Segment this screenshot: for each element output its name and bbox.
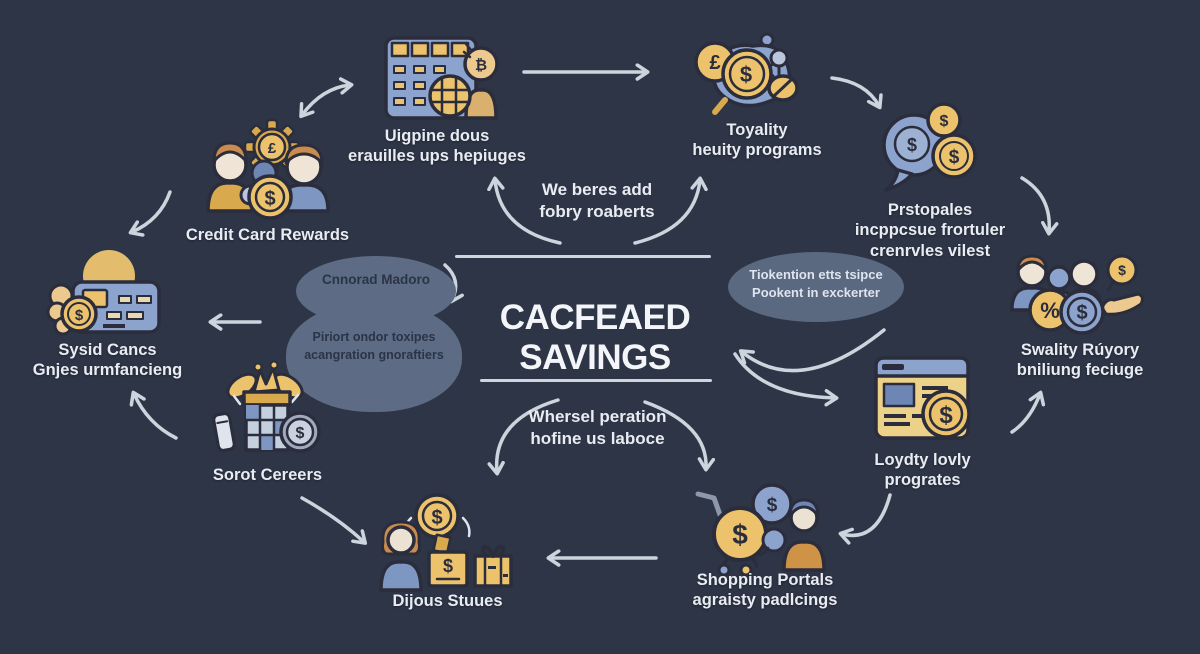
people-gear-icon: £ $ <box>198 115 338 230</box>
divider-bottom <box>480 379 712 382</box>
person-box-gift-icon: $ $ <box>375 492 520 602</box>
cloud-bubble-body <box>286 302 462 412</box>
ellipse-bubble-text: Tiokention etts tsipce Pookent in excker… <box>749 267 883 300</box>
gift-basket-icon: $ <box>200 360 330 475</box>
loyalty-map-icon: £ $ <box>685 28 815 133</box>
webpage-coin-icon: $ <box>868 350 983 455</box>
svg-text:$: $ <box>75 307 84 324</box>
signup-calendar-icon: ₿ <box>378 30 508 135</box>
card-coin-icon: $ <box>45 246 175 351</box>
stores-label: Dijous Stuues <box>392 592 503 610</box>
svg-text:$: $ <box>1076 302 1087 324</box>
cards-label: Sysid Cancs Gnjes urmfancieng <box>32 341 183 380</box>
annotation-top: We beres add fobry roaberts <box>539 180 655 222</box>
shopping-label: Shopping Portals agraisty padlcings <box>692 571 838 610</box>
svg-text:%: % <box>1040 298 1060 323</box>
divider-top <box>455 255 711 258</box>
svg-text:$: $ <box>907 135 917 155</box>
arrow-portal-to-quality <box>1010 390 1046 434</box>
chat-coins-icon: $ $ $ <box>872 100 982 205</box>
quality-label: Swality Rúyory bniliung feciuge <box>1016 341 1144 380</box>
cloud-bubble-top-text: Cnnorad Madoro <box>322 272 430 287</box>
svg-text:$: $ <box>949 147 960 168</box>
svg-text:$: $ <box>940 113 949 130</box>
cart-person-icon: $ $ <box>690 482 835 582</box>
ellipse-bubble <box>728 252 904 322</box>
arrow-offers-to-stores <box>300 496 368 545</box>
svg-text:$: $ <box>1118 262 1126 278</box>
credit-label: Credit Card Rewards <box>185 226 350 244</box>
svg-text:£: £ <box>268 140 277 157</box>
arrow-credit-signup <box>299 77 354 119</box>
arrow-into-shopping <box>838 493 892 545</box>
proposals-label: Prstopales incppcsue frortuler crenrvles… <box>854 201 1006 260</box>
cloud-bubble-body-text: Piriort ondor toxipes acangration gnoraf… <box>304 330 444 363</box>
svg-text:$: $ <box>740 62 752 87</box>
portal-label: Loydty lovly progrates <box>874 451 971 490</box>
svg-text:$: $ <box>431 507 442 529</box>
svg-text:₿: ₿ <box>475 57 487 74</box>
people-percent-icon: % $ $ <box>1002 248 1147 348</box>
svg-text:$: $ <box>732 519 748 550</box>
loyalty-label: Toyality heuity programs <box>692 121 822 160</box>
arrow-exchange-upper <box>738 328 886 373</box>
svg-text:£: £ <box>709 52 720 74</box>
offers-label: Sorot Cereers <box>212 466 323 484</box>
arrow-offers-to-cards <box>129 390 178 440</box>
svg-text:$: $ <box>939 402 953 429</box>
svg-text:$: $ <box>264 188 275 210</box>
svg-text:$: $ <box>767 495 778 516</box>
diagram-title: CACFEAED SAVINGS <box>499 298 691 377</box>
annotation-bottom: Whersel peration hofine us laboce <box>528 407 667 449</box>
svg-text:$: $ <box>443 556 453 576</box>
signup-label: Uigpine dous erauilles ups hepiuges <box>348 127 526 166</box>
svg-text:$: $ <box>296 425 305 442</box>
